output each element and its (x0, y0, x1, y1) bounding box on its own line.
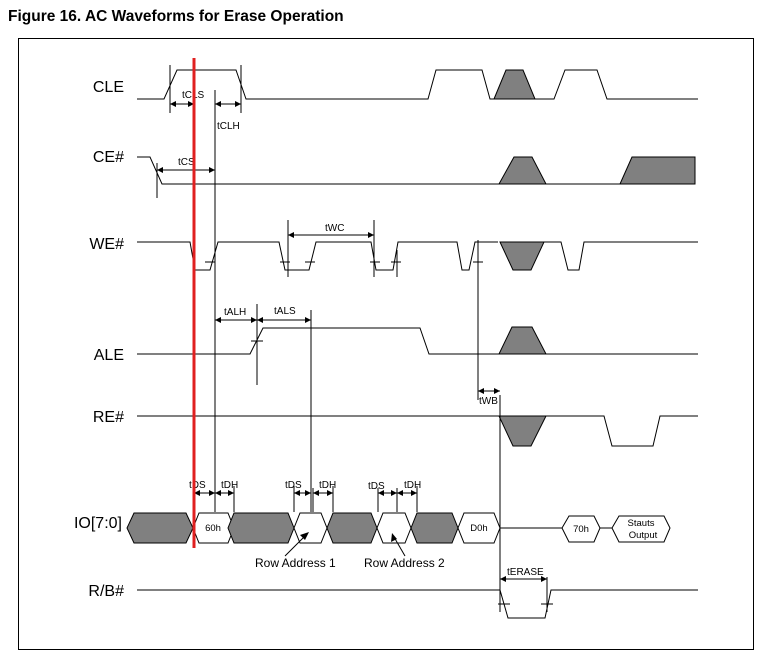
waveform-io: 60h D0h 70h Stauts Output (126, 90, 671, 612)
annotation-row-address-2: Row Address 2 (364, 556, 445, 570)
signal-label-ale: ALE (94, 347, 124, 364)
waveform-re (137, 415, 698, 447)
timing-label-tclh: tCLH (217, 121, 240, 132)
timing-label-tds-2: tDS (285, 480, 302, 491)
timing-label-twc: tWC (325, 223, 344, 234)
signal-label-io: IO[7:0] (74, 515, 122, 532)
waveform-rb (137, 577, 698, 619)
timing-label-tdh-1: tDH (221, 480, 238, 491)
timing-label-tdh-3: tDH (404, 480, 421, 491)
timing-label-tds-3: tDS (368, 481, 385, 492)
signal-label-rb: R/B# (88, 583, 124, 600)
io-cmd-d0h: D0h (470, 523, 487, 534)
timing-label-tals: tALS (274, 306, 296, 317)
timing-label-tdh-2: tDH (319, 480, 336, 491)
waveform-ce (137, 156, 696, 198)
waveform-ale (137, 304, 698, 385)
io-cmd-70h: 70h (573, 524, 589, 535)
timing-arrows (157, 101, 547, 582)
timing-label-tcs: tCS (178, 157, 195, 168)
waveform-we (137, 220, 698, 400)
timing-label-talh: tALH (224, 307, 246, 318)
timing-label-tds-1: tDS (189, 480, 206, 491)
signal-label-cle: CLE (93, 79, 124, 96)
annotation-row-address-1: Row Address 1 (255, 556, 336, 570)
signal-label-we: WE# (89, 236, 124, 253)
io-status-line2: Output (629, 530, 658, 541)
waveform-cle (137, 65, 698, 113)
io-status-line1: Stauts (628, 518, 655, 529)
diagram-frame (18, 38, 754, 650)
signal-label-ce: CE# (93, 149, 124, 166)
io-cmd-60h: 60h (205, 523, 221, 534)
figure-title: Figure 16. AC Waveforms for Erase Operat… (8, 8, 344, 25)
timing-label-terase: tERASE (507, 567, 544, 578)
timing-label-twb: tWB (479, 396, 498, 407)
signal-label-re: RE# (93, 409, 124, 426)
